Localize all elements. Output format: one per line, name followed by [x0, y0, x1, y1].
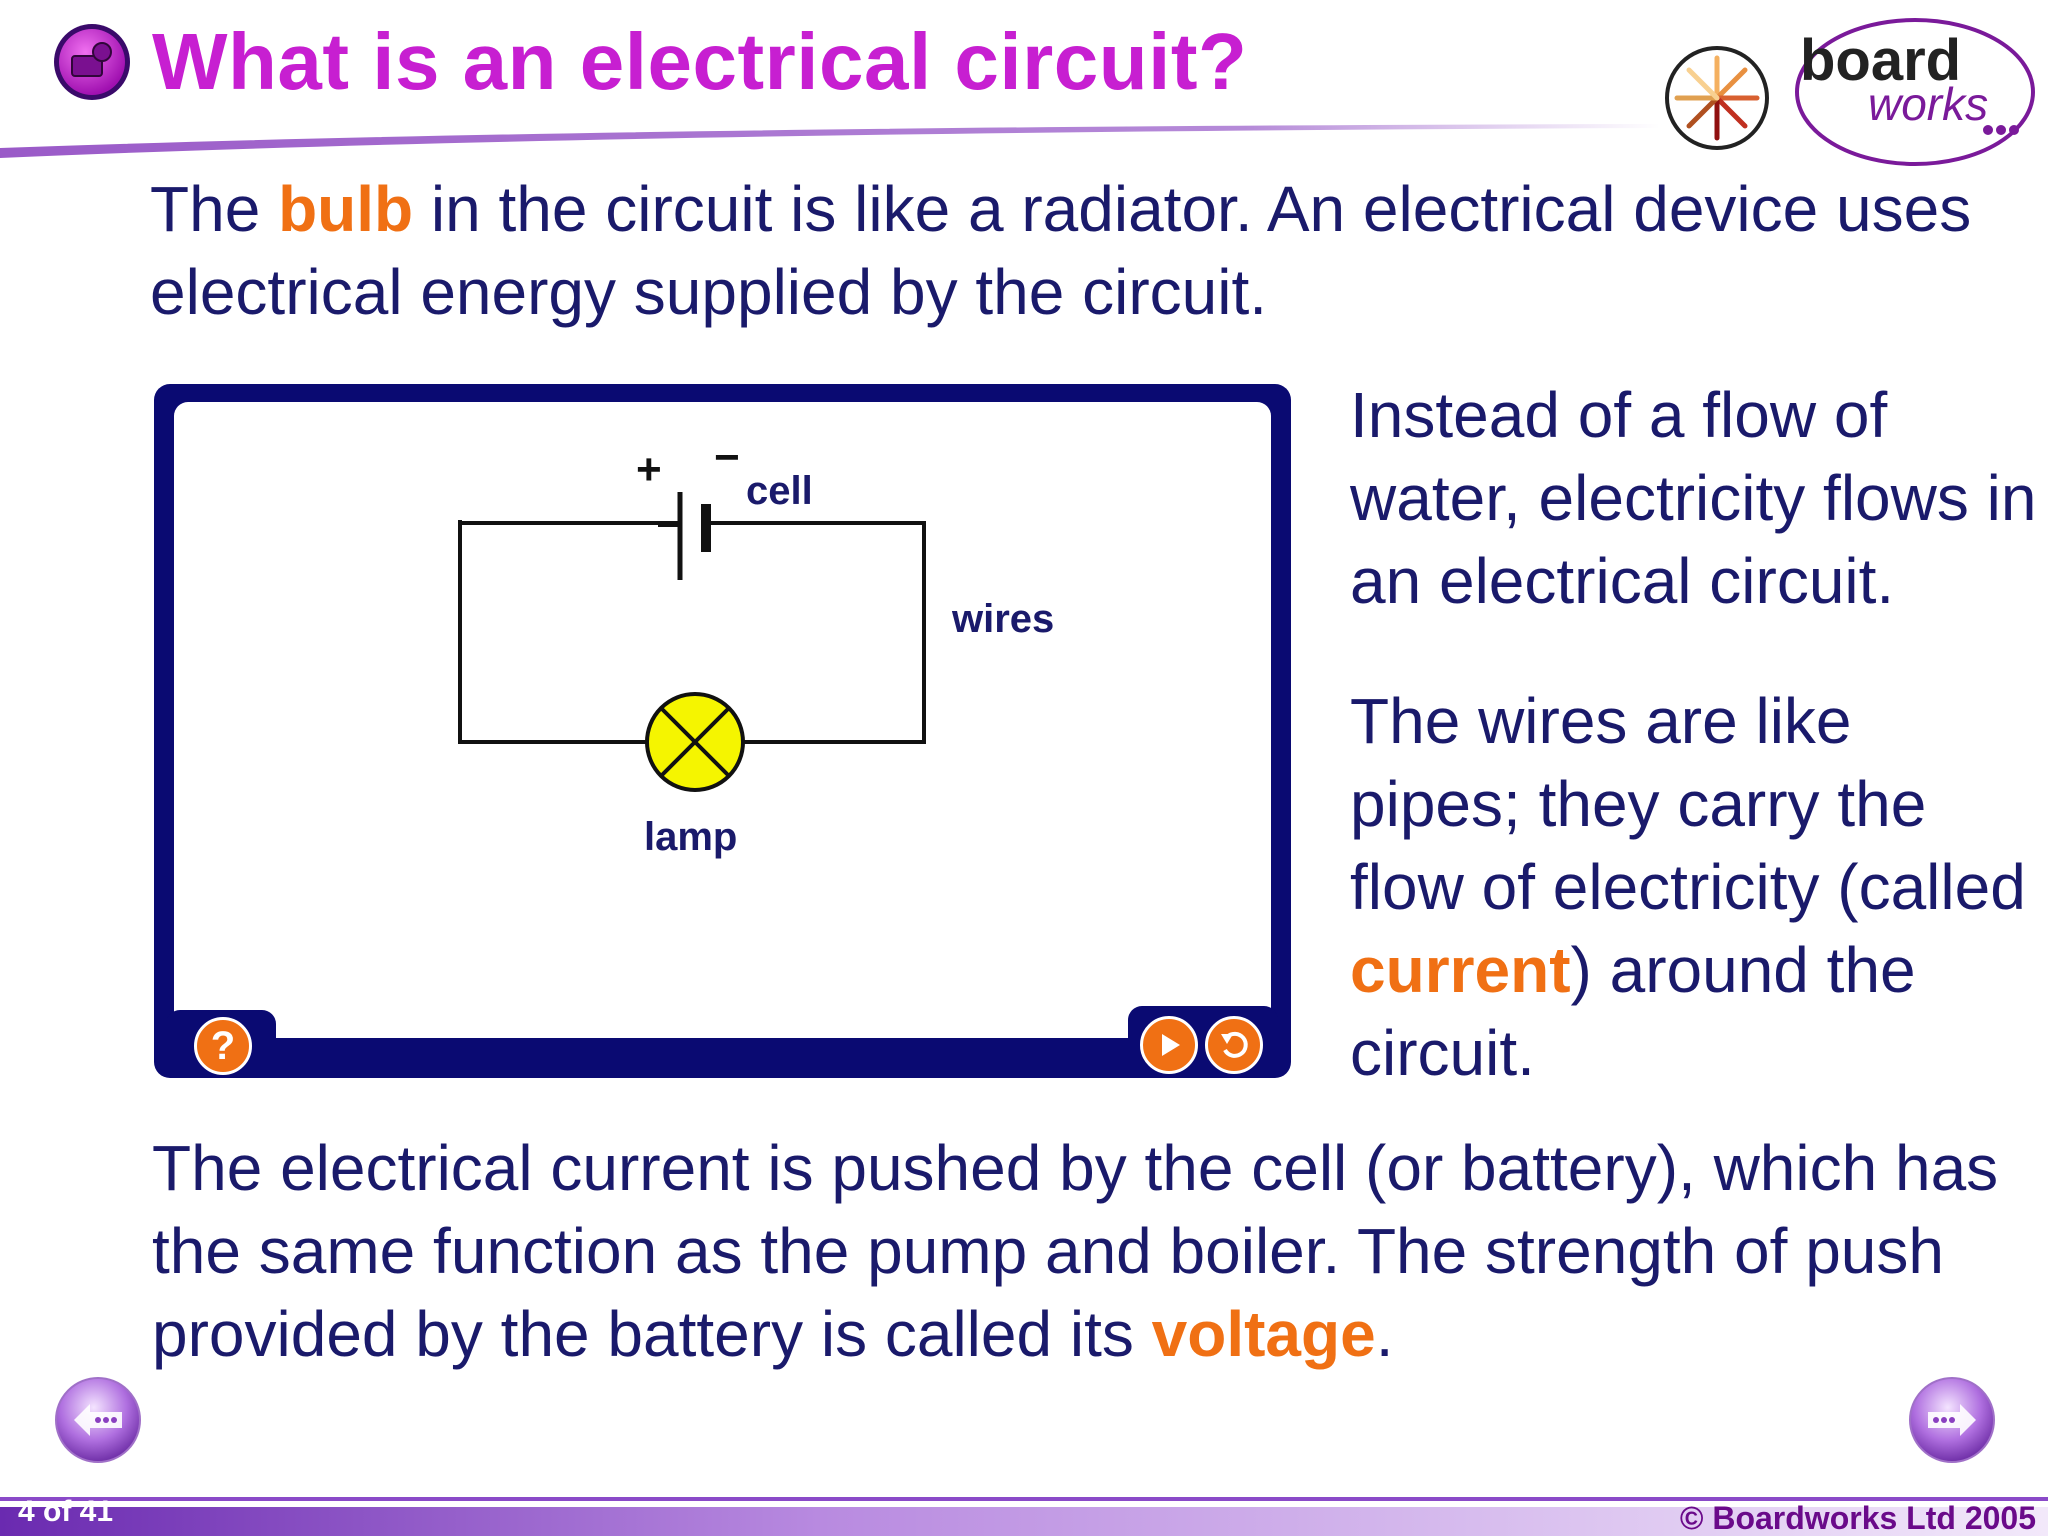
- right-arrow-icon: [1928, 1404, 1976, 1436]
- cell-plus-label: +: [636, 445, 662, 494]
- circuit-diagram: + − cell wires lamp: [454, 402, 1054, 859]
- help-button[interactable]: ?: [194, 1017, 252, 1075]
- footer-bar: [0, 1497, 2048, 1536]
- wires-analogy-paragraph: The wires are like pipes; they carry the…: [1350, 680, 2040, 1095]
- logo-text-board: board: [1800, 28, 1961, 93]
- topic-icon: [54, 24, 130, 100]
- intro-text-end: in the circuit is like a radiator. An el…: [150, 173, 1972, 328]
- boardworks-logo: board works: [1665, 18, 2035, 166]
- next-slide-button[interactable]: [1906, 1374, 1998, 1466]
- voltage-text-start: The electrical current is pushed by the …: [152, 1132, 1999, 1370]
- water-analogy-paragraph: Instead of a flow of water, electricity …: [1350, 379, 2037, 617]
- voltage-text-end: .: [1375, 1298, 1394, 1370]
- wires-label: wires: [951, 597, 1054, 641]
- keyword-bulb: bulb: [278, 173, 414, 245]
- wire-left: [458, 521, 680, 744]
- lamp-label: lamp: [644, 815, 737, 859]
- slide-counter: 4 of 41: [18, 1495, 114, 1528]
- reset-icon: [1221, 1031, 1248, 1058]
- wires-text-start: The wires are like pipes; they carry the…: [1350, 685, 2026, 923]
- voltage-paragraph: The electrical current is pushed by the …: [152, 1127, 2022, 1376]
- header-divider: [0, 124, 1660, 158]
- intro-text-start: The: [150, 173, 279, 245]
- previous-slide-button[interactable]: [52, 1374, 144, 1466]
- wires-text-end: ) around the circuit.: [1350, 934, 1916, 1089]
- wire-right: [744, 521, 926, 744]
- left-arrow-icon: [74, 1404, 122, 1436]
- intro-paragraph: The bulb in the circuit is like a radiat…: [150, 168, 2030, 334]
- copyright-notice: © Boardworks Ltd 2005: [1679, 1500, 2036, 1536]
- cell-label: cell: [746, 469, 813, 513]
- lamp-symbol: [645, 692, 745, 792]
- page-title: What is an electrical circuit?: [152, 17, 1248, 106]
- play-button[interactable]: [1140, 1016, 1198, 1074]
- keyword-current: current: [1350, 934, 1571, 1006]
- logo-text-works: works: [1868, 78, 1988, 130]
- play-icon: [1162, 1034, 1180, 1056]
- keyword-voltage: voltage: [1151, 1298, 1376, 1370]
- reset-button[interactable]: [1205, 1016, 1263, 1074]
- cell-minus-label: −: [714, 433, 740, 482]
